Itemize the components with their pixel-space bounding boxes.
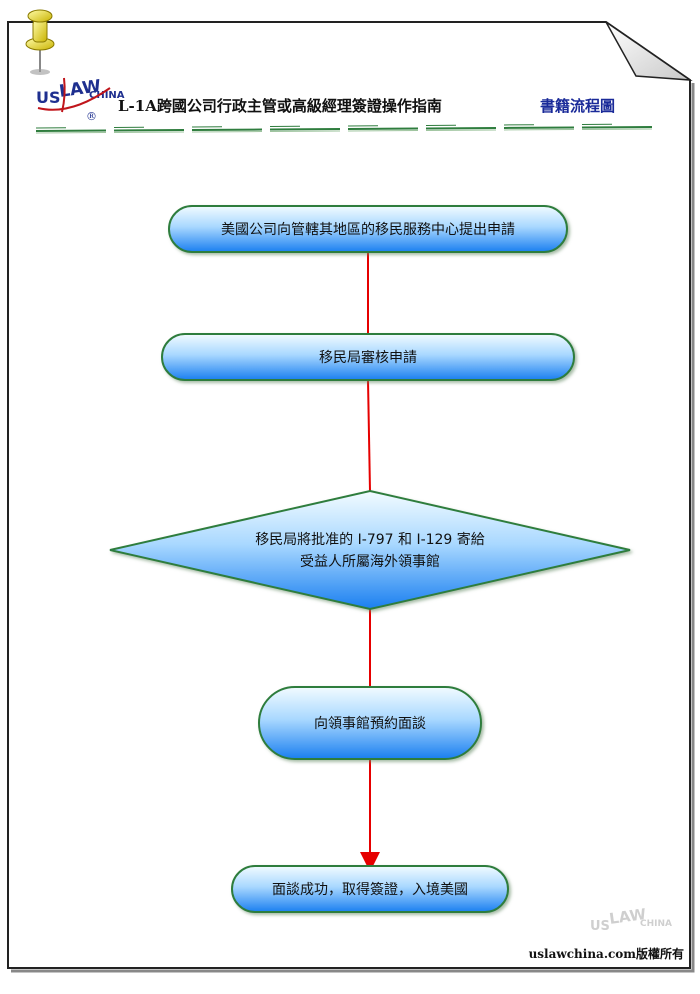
- copyright-footer: uslawchina.com版權所有: [529, 946, 684, 961]
- flow-node-shape: [258, 686, 482, 760]
- flow-node-shape: [109, 489, 631, 611]
- flow-node-shape: [161, 333, 575, 381]
- logo-text-us: US: [36, 88, 61, 107]
- flow-node-label: 移民局將批准的 I-797 和 I-129 寄給: [255, 531, 485, 548]
- registered-mark: ®: [86, 110, 97, 123]
- watermark-text-us: US: [590, 919, 610, 934]
- flow-edges: [360, 252, 380, 872]
- watermark-text-law: LAW: [608, 905, 648, 928]
- page-subtitle: 書籍流程圖: [540, 97, 615, 115]
- watermark-logo: US LAW CHINA: [590, 905, 672, 934]
- flow-node-shape: [231, 865, 509, 913]
- watermark-text-china: CHINA: [640, 919, 672, 929]
- flow-node-shape: [168, 205, 568, 253]
- push-pin-icon: [25, 9, 55, 75]
- uslawchina-logo: US LAW CHINA ®: [36, 76, 125, 123]
- page-curl: [605, 21, 693, 81]
- flow-node-label: 美國公司向管轄其地區的移民服務中心提出申請: [221, 222, 515, 238]
- flow-node-step4: 向領事館預約面談: [258, 686, 482, 760]
- page-title: L-1A跨國公司行政主管或高級經理簽證操作指南: [118, 97, 442, 115]
- flow-node-label: 移民局審核申請: [319, 350, 417, 366]
- flow-edge-step2-step3: [367, 379, 371, 492]
- flow-node-label: 受益人所屬海外領事館: [300, 553, 440, 570]
- logo-text-china: CHINA: [89, 90, 125, 101]
- header-divider: [35, 123, 653, 134]
- flow-node-step5: 面談成功，取得簽證，入境美國: [231, 865, 509, 913]
- flow-node-label: 面談成功，取得簽證，入境美國: [272, 881, 468, 898]
- flow-node-step2: 移民局審核申請: [161, 333, 575, 381]
- flow-node-label: 向領事館預約面談: [314, 715, 426, 732]
- flow-node-step1: 美國公司向管轄其地區的移民服務中心提出申請: [168, 205, 568, 253]
